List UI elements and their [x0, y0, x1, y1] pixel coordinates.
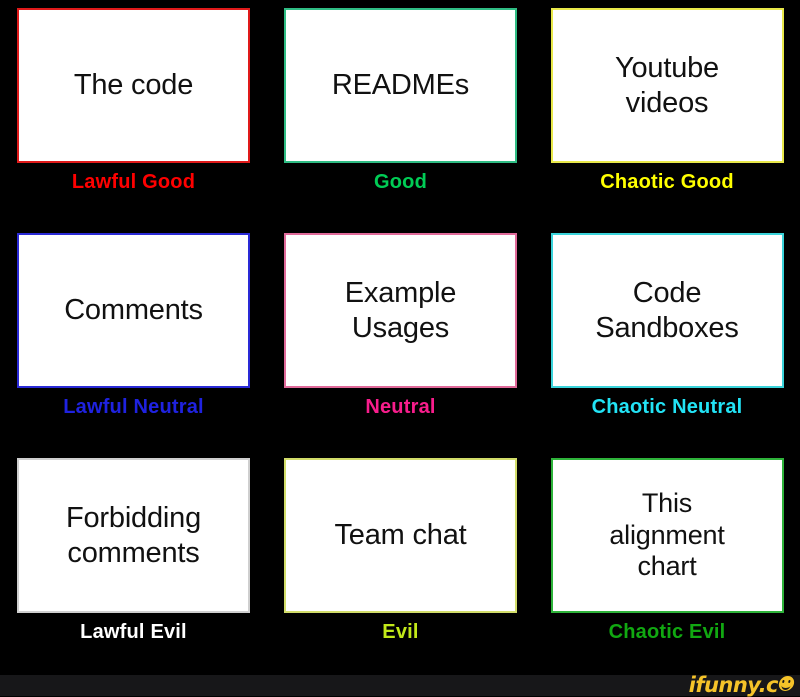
watermark-text: ifunny.c [688, 673, 779, 697]
alignment-label-chaotic-evil: Chaotic Evil [608, 621, 726, 643]
alignment-card: Comments [17, 233, 250, 388]
alignment-card-text: Forbidding comments [65, 502, 202, 569]
alignment-card-text: Youtube videos [615, 52, 719, 119]
alignment-card-text: Example Usages [344, 277, 457, 344]
alignment-card: Example Usages [284, 233, 517, 388]
alignment-card-text: Code Sandboxes [595, 277, 739, 344]
alignment-card: READMEs [284, 8, 517, 163]
alignment-cell-good: READMEs Good [267, 0, 534, 225]
alignment-card: This alignment chart [550, 458, 784, 613]
alignment-cell-lawful-good: The code Lawful Good [0, 0, 267, 225]
alignment-cell-chaotic-good: Youtube videos Chaotic Good [534, 0, 800, 225]
alignment-cell-chaotic-evil: This alignment chart Chaotic Evil [534, 450, 800, 675]
alignment-label-lawful-good: Lawful Good [71, 171, 196, 193]
alignment-cell-lawful-neutral: Comments Lawful Neutral [0, 225, 267, 450]
alignment-label-lawful-neutral: Lawful Neutral [63, 396, 204, 418]
alignment-card-text: READMEs [331, 69, 470, 102]
alignment-card: Team chat [284, 458, 517, 613]
alignment-cell-lawful-evil: Forbidding comments Lawful Evil [0, 450, 267, 675]
alignment-label-chaotic-neutral: Chaotic Neutral [591, 396, 743, 418]
ifunny-watermark: ifunny.c [688, 673, 796, 697]
alignment-label-neutral: Neutral [365, 396, 436, 418]
alignment-grid: The code Lawful Good READMEs Good Youtub… [0, 0, 800, 675]
alignment-card-text: This alignment chart [609, 487, 725, 582]
alignment-label-chaotic-good: Chaotic Good [600, 171, 734, 193]
alignment-card: Forbidding comments [17, 458, 250, 613]
watermark-bar: ifunny.c [0, 673, 800, 697]
alignment-label-lawful-evil: Lawful Evil [80, 621, 187, 643]
alignment-label-evil: Evil [382, 621, 419, 643]
alignment-cell-neutral: Example Usages Neutral [267, 225, 534, 450]
alignment-cell-evil: Team chat Evil [267, 450, 534, 675]
alignment-card-text: The code [73, 69, 194, 102]
smiley-face-icon [777, 676, 796, 691]
alignment-card-text: Team chat [334, 519, 467, 552]
alignment-card: Youtube videos [550, 8, 784, 163]
alignment-card: The code [17, 8, 250, 163]
alignment-label-good: Good [373, 171, 427, 193]
alignment-card-text: Comments [64, 294, 203, 327]
alignment-cell-chaotic-neutral: Code Sandboxes Chaotic Neutral [534, 225, 800, 450]
alignment-card: Code Sandboxes [550, 233, 784, 388]
